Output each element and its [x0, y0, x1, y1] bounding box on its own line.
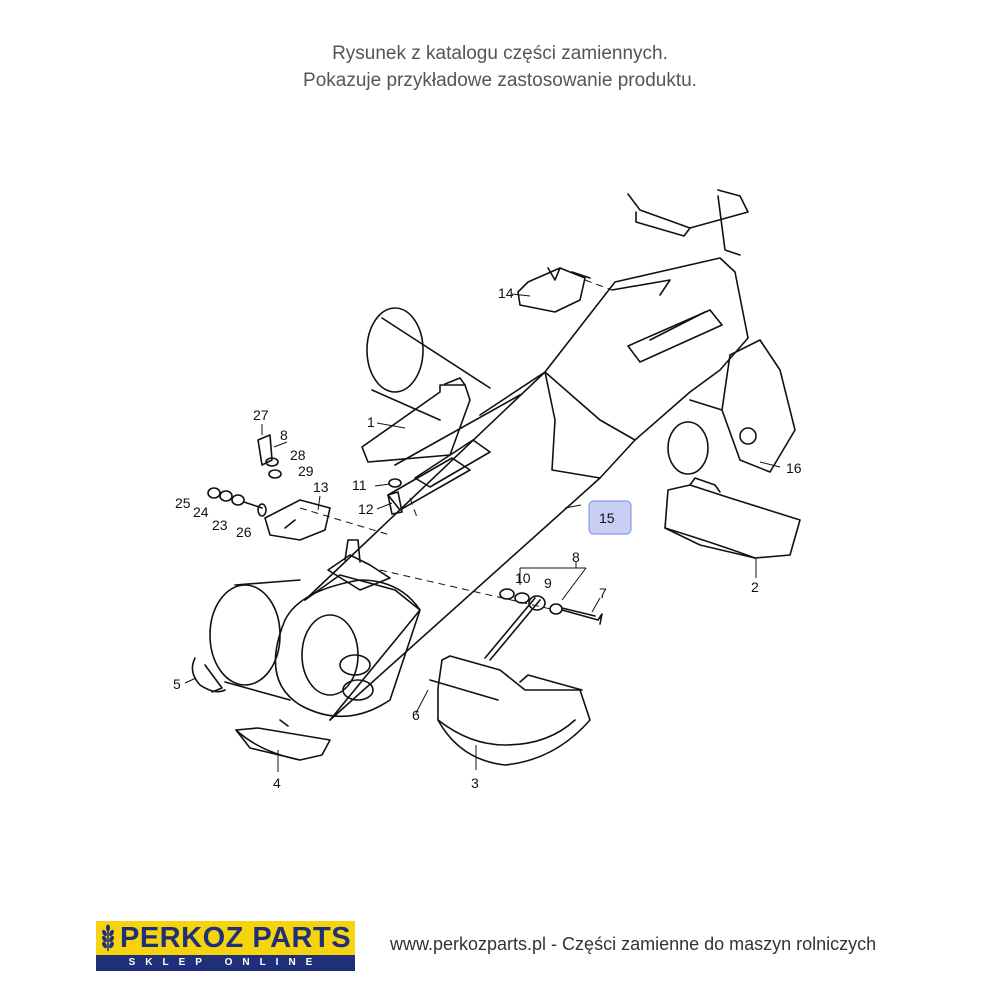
- callout-27: 27: [253, 407, 269, 423]
- callout-15: 15: [599, 510, 615, 526]
- assembly-lines: [299, 279, 613, 611]
- callout-28: 28: [290, 447, 306, 463]
- callout-7: 7: [599, 585, 607, 601]
- callout-29: 29: [298, 463, 314, 479]
- part-14-bracket: [517, 267, 591, 313]
- part-11-12-fasteners: [387, 478, 403, 515]
- part-13-bracket: [264, 499, 331, 541]
- callout-23: 23: [212, 517, 228, 533]
- part-3-shell: [429, 655, 591, 766]
- callout-24: 24: [193, 504, 209, 520]
- callout-14: 14: [498, 285, 514, 301]
- callout-8: 8: [572, 549, 580, 565]
- callout-10: 10: [515, 570, 531, 586]
- callout-3: 3: [471, 775, 479, 791]
- wheat-icon: [102, 924, 114, 951]
- brand-name: PERKOZ PARTS: [120, 922, 352, 954]
- callout-12: 12: [358, 501, 374, 517]
- perkoz-parts-logo[interactable]: PERKOZ PARTS SKLEP ONLINE: [96, 921, 355, 971]
- callout-4: 4: [273, 775, 281, 791]
- caption-line-1: Rysunek z katalogu części zamiennych.: [332, 43, 668, 64]
- callout-1: 1: [367, 414, 375, 430]
- callout-13: 13: [313, 479, 329, 495]
- callout-11: 11: [352, 477, 367, 493]
- callout-6: 6: [412, 707, 420, 723]
- cross-tube: [366, 307, 491, 421]
- top-bracket-part: [627, 189, 749, 256]
- main-beam: [304, 257, 749, 721]
- parts-7-10-fasteners: [499, 588, 603, 625]
- highlighted-callout-box: [588, 500, 632, 535]
- callout-8a: 8: [280, 427, 288, 443]
- callout-9: 9: [544, 575, 552, 591]
- part-16-plate: [667, 339, 796, 475]
- brand-tagline: SKLEP ONLINE: [96, 955, 355, 971]
- part-2-half-shell: [664, 477, 801, 559]
- footer-text: www.perkozparts.pl - Części zamienne do …: [390, 934, 877, 954]
- logo-top-band: PERKOZ PARTS: [96, 921, 355, 955]
- callout-25: 25: [175, 495, 191, 511]
- pivot-end: [209, 539, 421, 718]
- fastener-cluster-left: [207, 434, 282, 517]
- part-1-plate: [361, 377, 471, 463]
- leader-lines: [184, 293, 781, 772]
- caption-line-2: Pokazuje przykładowe zastosowanie produk…: [303, 70, 697, 91]
- callout-16: 16: [786, 460, 802, 476]
- callout-26: 26: [236, 524, 252, 540]
- part-5-clip: [191, 657, 226, 693]
- long-bolt: [484, 597, 541, 661]
- caption: Rysunek z katalogu części zamiennych. Po…: [0, 40, 1000, 94]
- part-4-shell: [235, 719, 331, 761]
- callout-5: 5: [173, 676, 181, 692]
- callout-2: 2: [751, 579, 759, 595]
